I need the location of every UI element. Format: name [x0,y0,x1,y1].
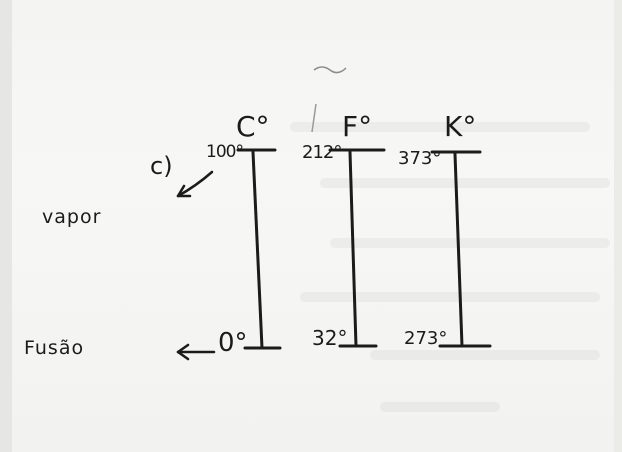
kelvin-top-value: 373° [398,148,442,169]
celsius-scale-line [251,150,264,350]
pencil-doodle [313,66,347,74]
fusao-label: Fusão [24,337,85,359]
paper-edge-right [614,0,622,452]
vapor-arrow-head [176,184,192,198]
kelvin-bottom-value: 273° [404,328,448,349]
paper-edge-left [0,0,12,452]
bleed-through-line [380,402,500,412]
bleed-through-line [330,238,610,248]
bleed-through-line [300,292,600,302]
part-label: c) [150,152,173,180]
celsius-unit-label: C° [236,110,270,143]
vapor-label: vapor [42,206,102,228]
celsius-top-value: 100° [206,142,244,162]
pencil-mark [311,103,317,133]
fahrenheit-unit-label: F° [342,110,373,143]
bleed-through-line [370,350,600,360]
celsius-bottom-value: 0° [218,328,248,358]
kelvin-scale-line [453,152,464,348]
fahrenheit-top-value: 212° [302,142,342,163]
bleed-through-line [290,122,590,132]
fahrenheit-bottom-value: 32° [312,326,348,350]
vapor-arrow [176,170,214,198]
fahrenheit-scale-line [348,150,358,348]
kelvin-unit-label: K° [444,110,477,143]
bleed-through-line [320,178,610,188]
fusao-arrow-head [176,343,190,361]
